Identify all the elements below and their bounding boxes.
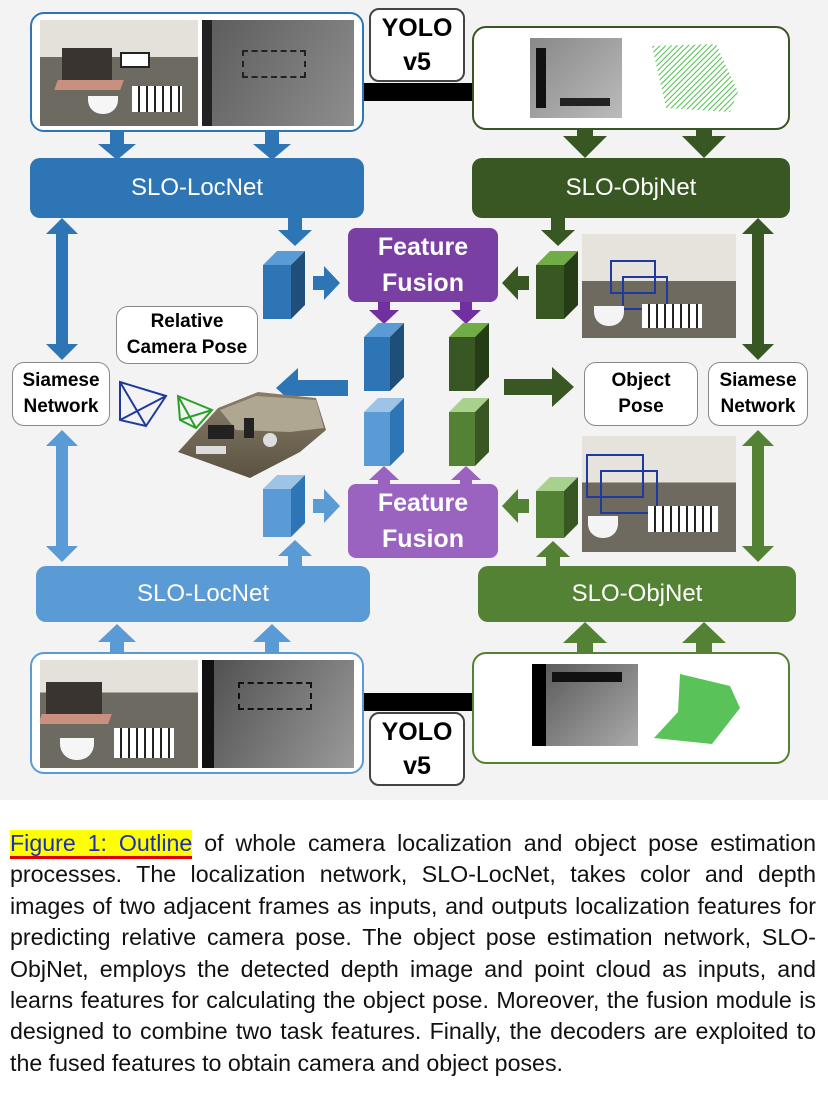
figure-caption: Figure 1: Outline of whole camera locali… (10, 828, 816, 1079)
point-cloud (650, 668, 742, 748)
siamese-network-right: Siamese Network (708, 362, 808, 426)
caption-text: of whole camera localization and object … (10, 830, 816, 1076)
yolo-version: v5 (403, 752, 431, 780)
feature-fusion-bottom: Feature Fusion (348, 484, 498, 558)
label-line2: Network (23, 396, 99, 417)
object-pose-label: Object Pose (584, 362, 698, 426)
color-image (40, 20, 198, 126)
point-cloud (646, 42, 742, 114)
fusion-top-down-arrows (369, 302, 481, 324)
detected-frame-top-right (472, 26, 790, 130)
fused-loc-cube-lower (364, 398, 404, 466)
obj-feature-cube-bottom (536, 477, 578, 538)
loc-to-fusion-arrow-bottom (313, 489, 340, 523)
reconstructed-scene (178, 392, 326, 478)
input-arrows-bottom-left (98, 624, 291, 654)
siamese-arrow-right-lower (742, 430, 774, 562)
siamese-arrow-left-lower (46, 430, 78, 562)
feature-fusion-top: Feature Fusion (348, 228, 498, 302)
loc-to-fusion-arrow-top (313, 266, 340, 300)
locnet-top: SLO-LocNet (30, 158, 364, 218)
objnet-to-feature-arrow (541, 218, 575, 246)
label-line1: Siamese (719, 370, 797, 391)
label-line1: Object (611, 370, 671, 391)
pipeline-diagram: YOLO v5 YOLO v5 SLO-LocNet SLO-ObjNet SL… (0, 0, 828, 800)
objnet-bottom-to-feature-arrow (536, 541, 570, 567)
yolo-box-bottom: YOLO v5 (369, 712, 465, 786)
depth-image (202, 660, 354, 768)
siamese-network-left: Siamese Network (12, 362, 110, 426)
label-line1: Siamese (22, 370, 100, 391)
loc-feature-cube-top (263, 251, 305, 319)
fused-obj-cube-upper (449, 323, 489, 391)
label-line2: Camera Pose (126, 337, 248, 358)
yolo-version: v5 (403, 48, 431, 76)
label-line2: Pose (618, 396, 664, 417)
input-frame-top-left (30, 12, 364, 132)
fusion-bottom-up-arrows (369, 466, 481, 484)
object-pose-image-bottom (582, 436, 736, 552)
label-line1: Relative (150, 311, 224, 332)
detected-depth-image (532, 664, 638, 746)
color-image (40, 660, 198, 768)
fused-loc-cube-upper (364, 323, 404, 391)
locnet-bottom-to-feature-arrow (278, 540, 312, 566)
loc-feature-cube-bottom (263, 475, 305, 537)
label-line2: Network (720, 396, 796, 417)
fused-obj-cube-lower (449, 398, 489, 466)
fusion-label-line2: Fusion (382, 269, 464, 297)
fusion-label-line2: Fusion (382, 525, 464, 553)
object-pose-image-top (582, 234, 736, 338)
siamese-arrow-left-upper (46, 218, 78, 360)
objnet-top: SLO-ObjNet (472, 158, 790, 218)
yolo-label: YOLO (381, 718, 453, 746)
obj-to-fusion-arrow-bottom (502, 489, 529, 523)
locnet-to-feature-arrow (278, 218, 312, 246)
camera-frustum-blue (119, 380, 168, 428)
depth-image (202, 20, 354, 126)
objnet-bottom: SLO-ObjNet (478, 566, 796, 622)
relative-camera-pose-label: Relative Camera Pose (116, 306, 258, 364)
input-arrows-bottom-right (563, 622, 726, 655)
detected-frame-bottom-right (472, 652, 790, 764)
siamese-arrow-right-upper (742, 218, 774, 360)
fusion-label-line1: Feature (377, 489, 469, 517)
yolo-label: YOLO (381, 14, 453, 42)
detected-depth-image (530, 38, 622, 118)
diagram-graphics (46, 73, 774, 721)
locnet-bottom: SLO-LocNet (36, 566, 370, 622)
input-arrows-top-left (98, 128, 291, 160)
input-frame-bottom-left (30, 652, 364, 774)
figure-link[interactable]: Figure 1: Outline (10, 830, 193, 859)
object-pose-output-arrow (504, 367, 574, 407)
yolo-box-top: YOLO v5 (369, 8, 465, 82)
obj-feature-cube-top (536, 251, 578, 319)
fusion-label-line1: Feature (377, 233, 469, 261)
obj-to-fusion-arrow-top (502, 266, 529, 300)
camera-frustum-green (176, 394, 214, 430)
